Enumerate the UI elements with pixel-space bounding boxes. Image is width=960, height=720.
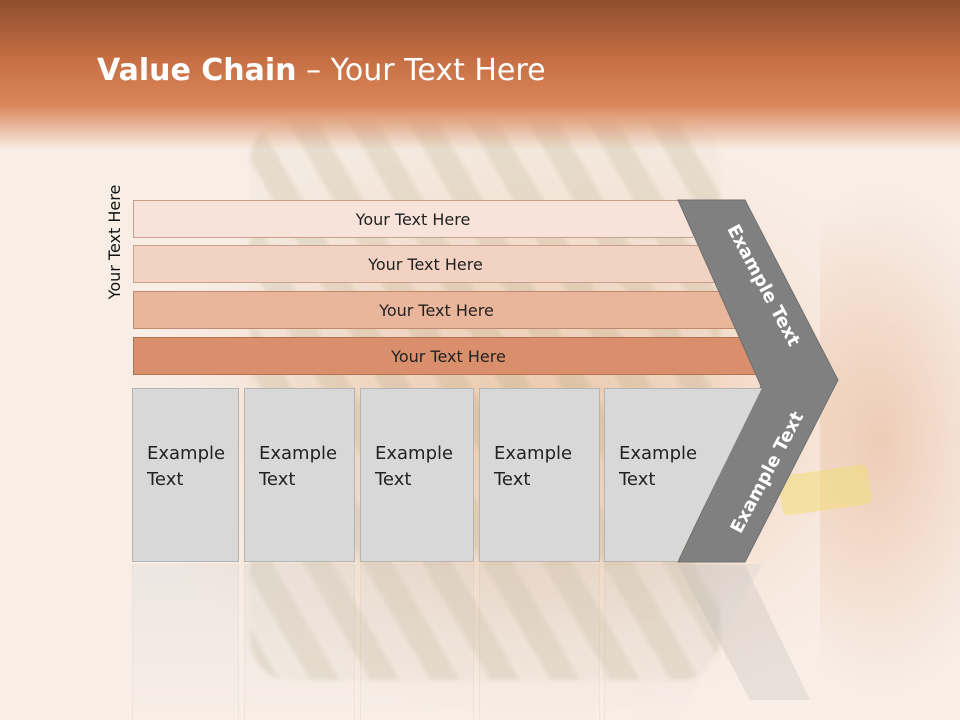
box-reflection-4 [479,564,600,720]
header-band [0,0,960,150]
example-box-5-line2: Text [619,469,656,490]
example-box-4: Example Text [479,388,600,562]
chevron-shape [677,199,839,563]
example-box-5-line1: Example [619,443,698,464]
example-box-4-line1: Example [494,443,573,464]
value-bar-4-label: Your Text Here [391,346,506,366]
value-bar-3-label: Your Text Here [379,300,494,320]
value-bar-3: Your Text Here [133,291,740,329]
box-reflection-3 [360,564,474,720]
example-box-1-line2: Text [147,469,184,490]
value-bar-2: Your Text Here [133,245,718,283]
value-bar-2-label: Your Text Here [368,254,483,274]
example-box-3-line1: Example [375,443,454,464]
value-bar-1: Your Text Here [133,200,693,238]
title-rest: – Your Text Here [296,53,546,88]
value-bar-1-label: Your Text Here [355,209,471,229]
title-bold: Value Chain [97,53,297,88]
value-bar-4: Your Text Here [133,337,764,375]
example-box-2-line2: Text [259,469,296,490]
page-title: Value Chain – Your Text Here [97,53,546,88]
example-box-3-line2: Text [375,469,412,490]
example-box-1: Example Text [132,388,239,562]
box-reflection-1 [132,564,239,720]
box-reflection-2 [244,564,355,720]
example-box-4-line2: Text [494,469,531,490]
example-box-3: Example Text [360,388,474,562]
example-box-1-line1: Example [147,443,226,464]
example-box-2: Example Text [244,388,355,562]
chevron-reflection [678,565,810,700]
example-box-2-line1: Example [259,443,338,464]
background-skin [820,180,960,700]
